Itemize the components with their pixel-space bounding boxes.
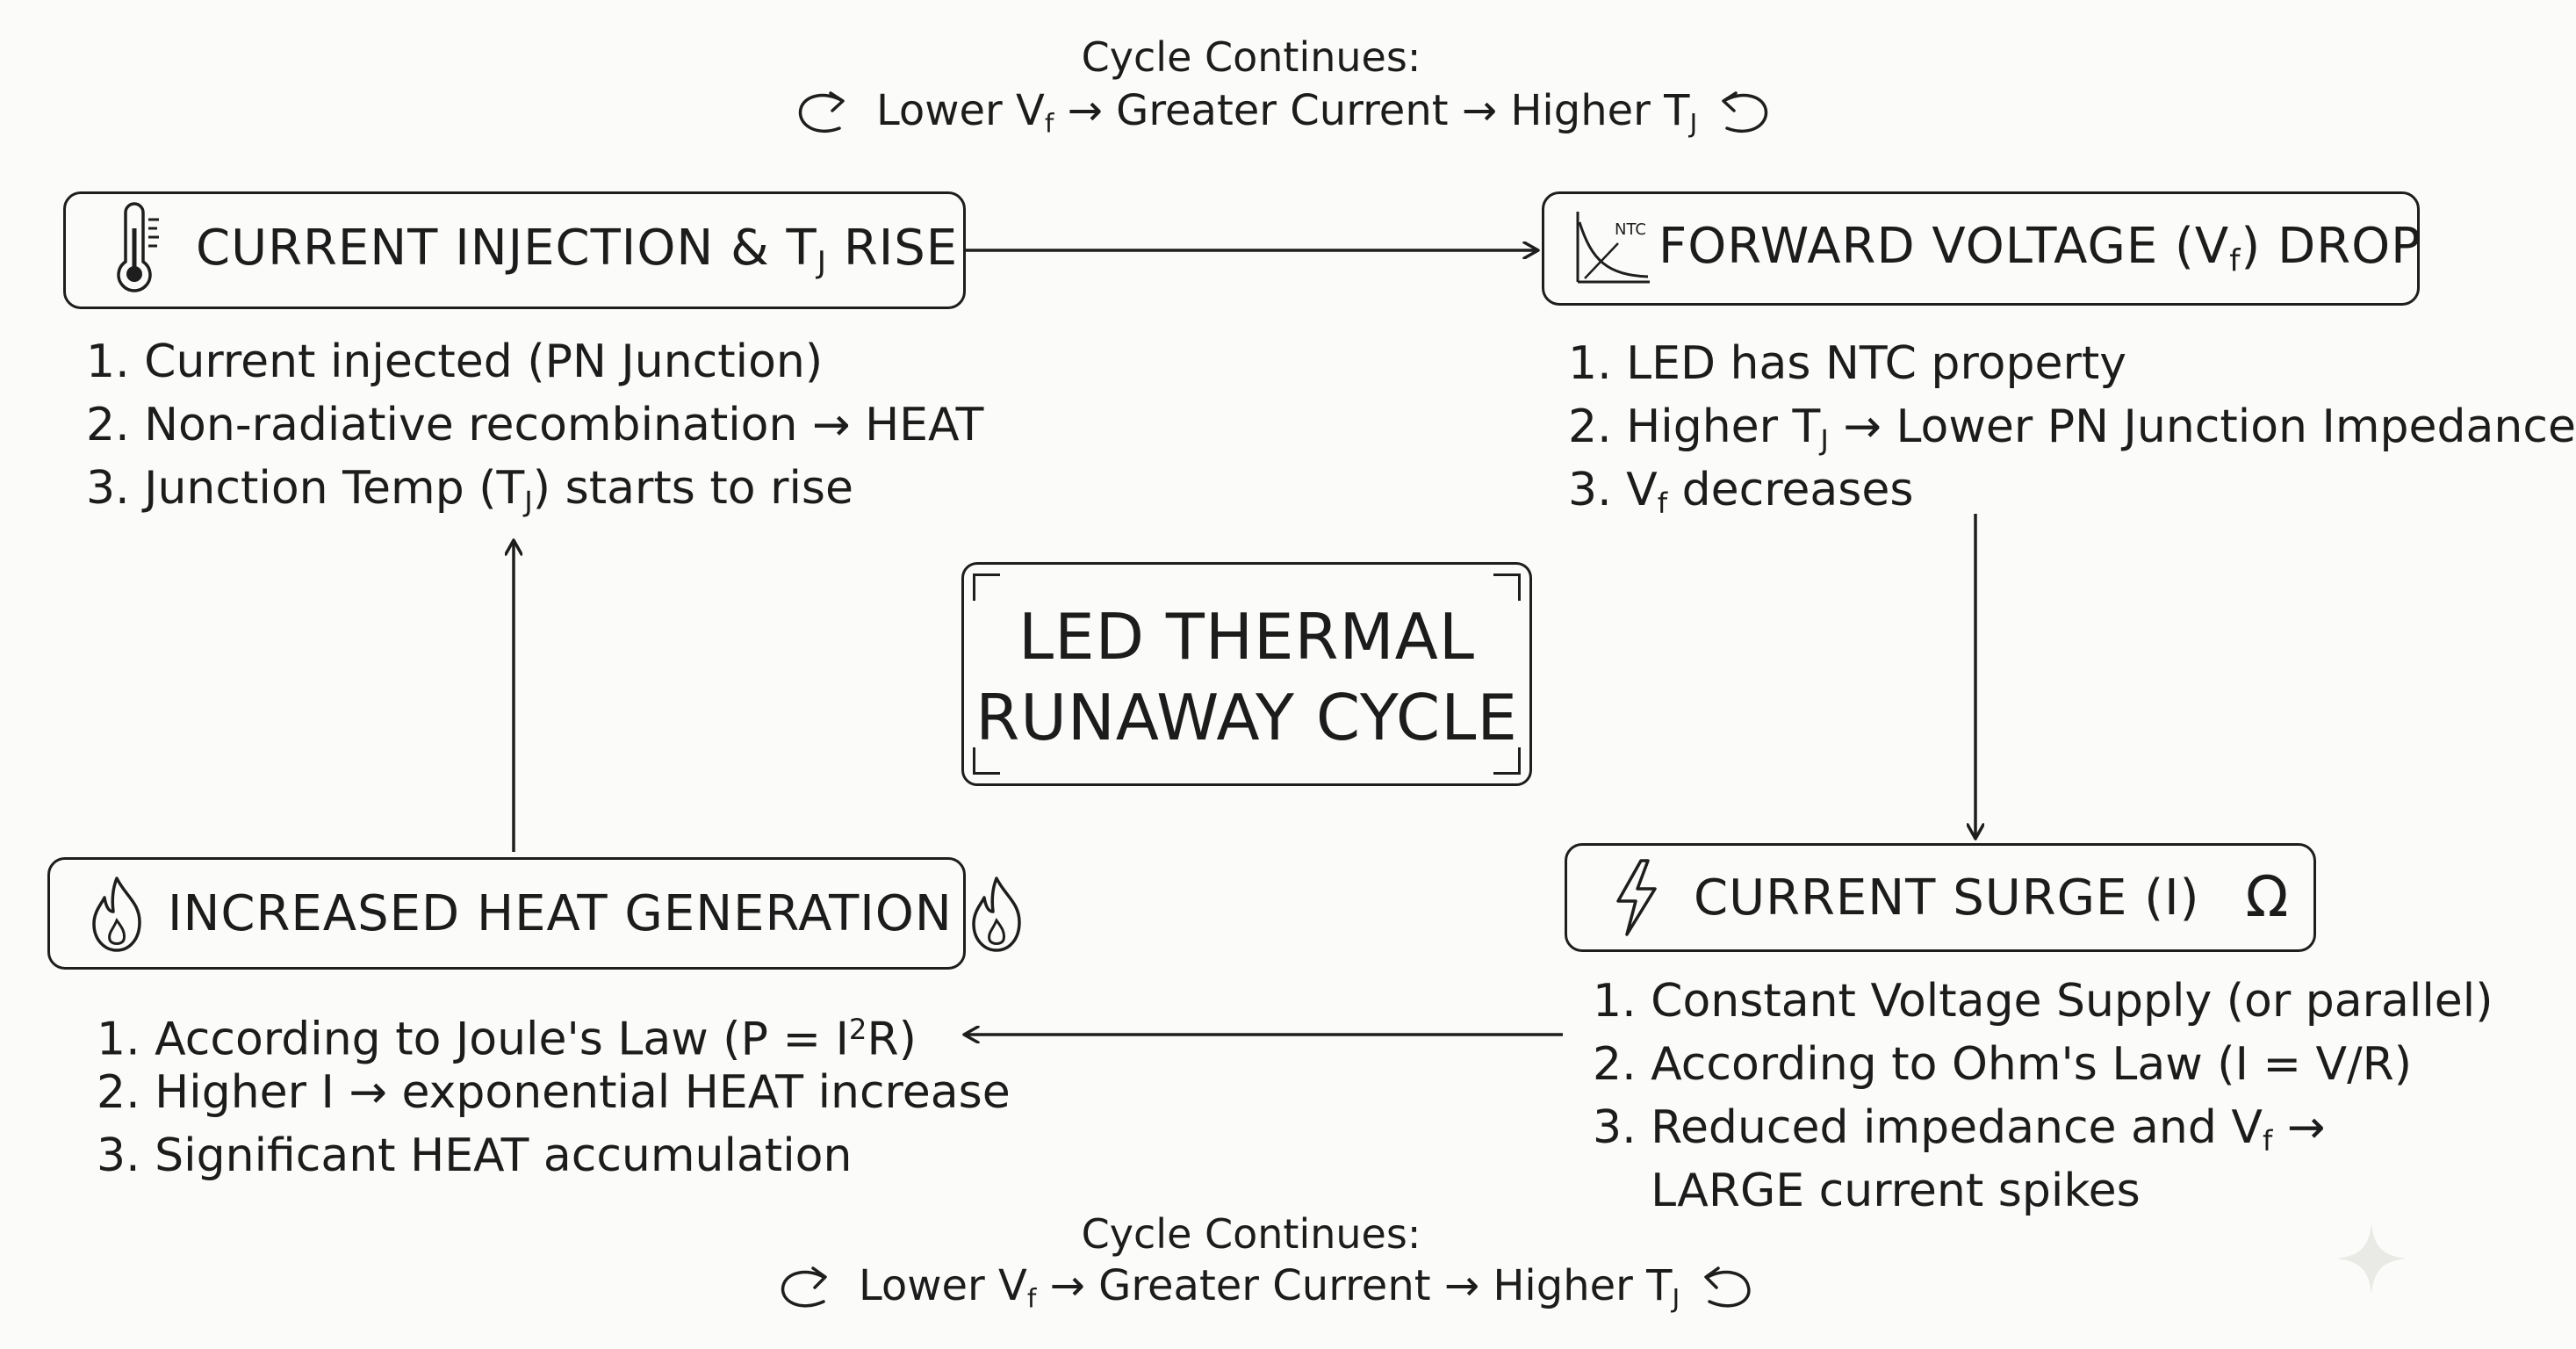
- cycle-arrow-left-icon: [798, 91, 845, 133]
- list-item: 1. Constant Voltage Supply (or parallel): [1593, 975, 2493, 1028]
- current-injection-title: CURRENT INJECTION & TJ RISE: [196, 220, 959, 281]
- current-surge-box: CURRENT SURGE (I) Ω: [1565, 843, 2316, 952]
- eq-arrow: →: [1049, 1261, 1085, 1310]
- eq-arrow: →: [1443, 1261, 1480, 1310]
- eq-sub-f: f: [1026, 1283, 1037, 1315]
- cycle-arrow-right-icon: [1704, 1266, 1751, 1308]
- lightning-bolt-icon: [1616, 859, 1657, 936]
- eq-sub-f: f: [1044, 108, 1054, 140]
- connector-arrows: [0, 0, 2472, 1349]
- flame-icon: [92, 876, 141, 952]
- eq-arrow: →: [1461, 86, 1498, 135]
- list-item: 1. LED has NTC property: [1568, 337, 2127, 390]
- list-item: 3. Junction Temp (TJ) starts to rise: [86, 462, 853, 519]
- eq-lower-vf: Lower V: [876, 86, 1045, 135]
- eq-greater-current: Greater Current: [1098, 1261, 1431, 1310]
- ntc-icon-label: NTC: [1615, 220, 1646, 239]
- forward-voltage-title: FORWARD VOLTAGE (Vf) DROP: [1659, 218, 2421, 279]
- thermometer-icon: [117, 202, 159, 292]
- list-item: 2. Higher TJ → Lower PN Junction Impedan…: [1568, 400, 2576, 458]
- bottom-cycle-label: Cycle Continues:: [1081, 1210, 1421, 1258]
- current-surge-title: CURRENT SURGE (I): [1694, 869, 2200, 927]
- list-item: 3. Reduced impedance and Vf →: [1593, 1101, 2326, 1158]
- heat-generation-title: INCREASED HEAT GENERATION: [168, 884, 953, 942]
- flame-icon: [972, 876, 1021, 952]
- eq-lower-vf: Lower V: [859, 1261, 1027, 1310]
- forward-voltage-box: NTC FORWARD VOLTAGE (Vf) DROP: [1542, 191, 2421, 306]
- list-item: 1. According to Joule's Law (P = I2R): [97, 1013, 917, 1066]
- eq-greater-current: Greater Current: [1116, 86, 1449, 135]
- current-injection-list: 1. Current injected (PN Junction) 2. Non…: [86, 330, 983, 520]
- ntc-curve-icon: NTC: [1576, 212, 1650, 284]
- cycle-arrow-right-icon: [1722, 91, 1768, 133]
- eq-higher-tj: Higher T: [1510, 86, 1690, 135]
- cycle-arrow-left-icon: [781, 1266, 827, 1308]
- heat-generation-box: INCREASED HEAT GENERATION: [47, 857, 1021, 970]
- current-surge-list: 1. Constant Voltage Supply (or parallel)…: [1593, 970, 2493, 1223]
- list-item: 2. Non-radiative recombination → HEAT: [86, 399, 984, 451]
- eq-sub-j: J: [1689, 108, 1698, 140]
- diagram-title-line2: RUNAWAY CYCLE: [975, 681, 1518, 754]
- list-item: 2. According to Ohm's Law (I = V/R): [1593, 1038, 2413, 1091]
- eq-higher-tj: Higher T: [1493, 1261, 1673, 1310]
- list-item: 1. Current injected (PN Junction): [86, 335, 824, 388]
- eq-sub-j: J: [1672, 1283, 1680, 1315]
- ohm-icon: Ω: [2245, 865, 2290, 930]
- eq-arrow: →: [1067, 86, 1103, 135]
- top-cycle-label: Cycle Continues:: [1081, 33, 1421, 81]
- list-item: 3. Vf decreases: [1568, 464, 1914, 521]
- forward-voltage-list: 1. LED has NTC property 2. Higher TJ → L…: [1568, 332, 2576, 522]
- list-item: LARGE current spikes: [1593, 1165, 2141, 1217]
- top-cycle-equation: Lower Vf → Greater Current → Higher TJ: [790, 86, 1776, 139]
- heat-generation-list: 1. According to Joule's Law (P = I2R) 2.…: [97, 998, 1011, 1187]
- diagram-title-line1: LED THERMAL: [1018, 600, 1476, 674]
- current-injection-box: CURRENT INJECTION & TJ RISE: [63, 191, 966, 309]
- bottom-cycle-equation: Lower Vf → Greater Current → Higher TJ: [773, 1261, 1759, 1314]
- diagram-title-box: LED THERMAL RUNAWAY CYCLE: [961, 562, 1532, 786]
- list-item: 3. Significant HEAT accumulation: [97, 1129, 853, 1182]
- list-item: 2. Higher I → exponential HEAT increase: [97, 1066, 1011, 1119]
- sparkle-icon: [2336, 1223, 2407, 1294]
